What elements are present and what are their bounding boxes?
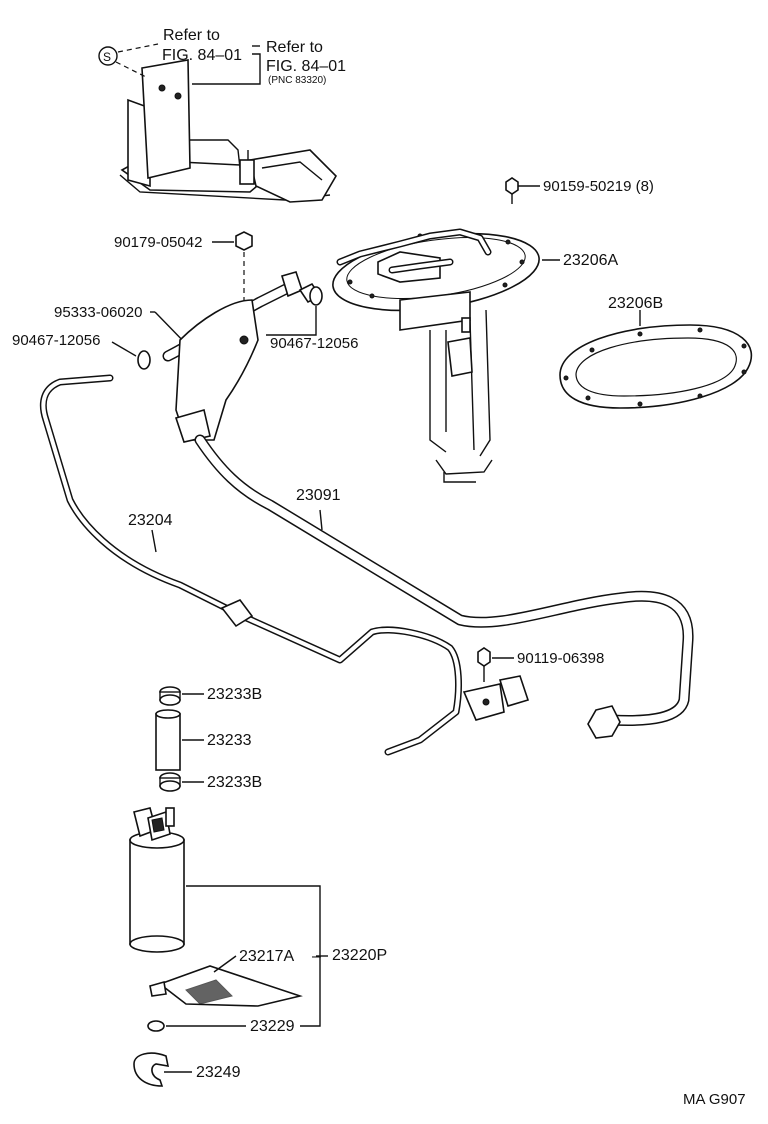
- hose-clamp-90467-a: [111, 341, 151, 370]
- cushion-23233: [155, 709, 204, 771]
- part-23229-label: 23229: [250, 1018, 295, 1035]
- part-23233B-bottom-label: 23233B: [207, 774, 262, 791]
- part-90467a-label: 90467-12056: [12, 332, 100, 349]
- part-90119-label: 90119-06398: [517, 650, 604, 667]
- part-23249-label: 23249: [196, 1064, 241, 1081]
- diagram-code: MA G907: [683, 1091, 746, 1108]
- s-symbol: S: [98, 43, 159, 79]
- part-23233-label: 23233: [207, 732, 252, 749]
- gasket-23206B: [559, 310, 753, 409]
- fuel-pipe-23091: [194, 434, 694, 739]
- fig-ref-label-1: FIG. 84–01: [162, 47, 242, 64]
- connector-dash: –: [312, 948, 321, 965]
- canister-assembly: [119, 59, 338, 203]
- fuel-filter-23217A: [149, 955, 328, 1007]
- part-23204-label: 23204: [128, 512, 173, 529]
- part-90467b-label: 90467-12056: [270, 335, 358, 352]
- bolt-90159: [505, 177, 540, 204]
- part-95333-label: 95333-06020: [54, 304, 142, 321]
- part-90159-label: 90159-50219 (8): [543, 178, 654, 195]
- nut-90179: [212, 231, 253, 335]
- fuel-tube-23204: [39, 374, 462, 756]
- fuel-pump-bracket-23206A: [332, 228, 560, 483]
- cushion-23249: [133, 1052, 192, 1087]
- cushion-23233B-top: [159, 686, 204, 706]
- refer-to-label-2: Refer to: [266, 39, 323, 56]
- clip-23229: [147, 1020, 246, 1032]
- part-23220P-label: 23220P: [332, 947, 387, 964]
- pipe-bracket: [174, 299, 259, 443]
- part-23091-label: 23091: [296, 487, 341, 504]
- cushion-23233B-bottom: [159, 772, 204, 792]
- refer-to-label-1: Refer to: [163, 27, 220, 44]
- s-symbol-letter: S: [103, 50, 111, 64]
- part-23233B-top-label: 23233B: [207, 686, 262, 703]
- part-23206B-label: 23206B: [608, 295, 663, 312]
- bolt-90119: [462, 647, 530, 721]
- part-23217A-label: 23217A: [239, 948, 294, 965]
- fig-ref-label-2: FIG. 84–01: [266, 58, 346, 75]
- pnc-label: (PNC 83320): [268, 75, 326, 86]
- part-23206A-label: 23206A: [563, 252, 618, 269]
- part-90179-label: 90179-05042: [114, 234, 202, 251]
- hose-clamp-90467-b: [266, 286, 323, 336]
